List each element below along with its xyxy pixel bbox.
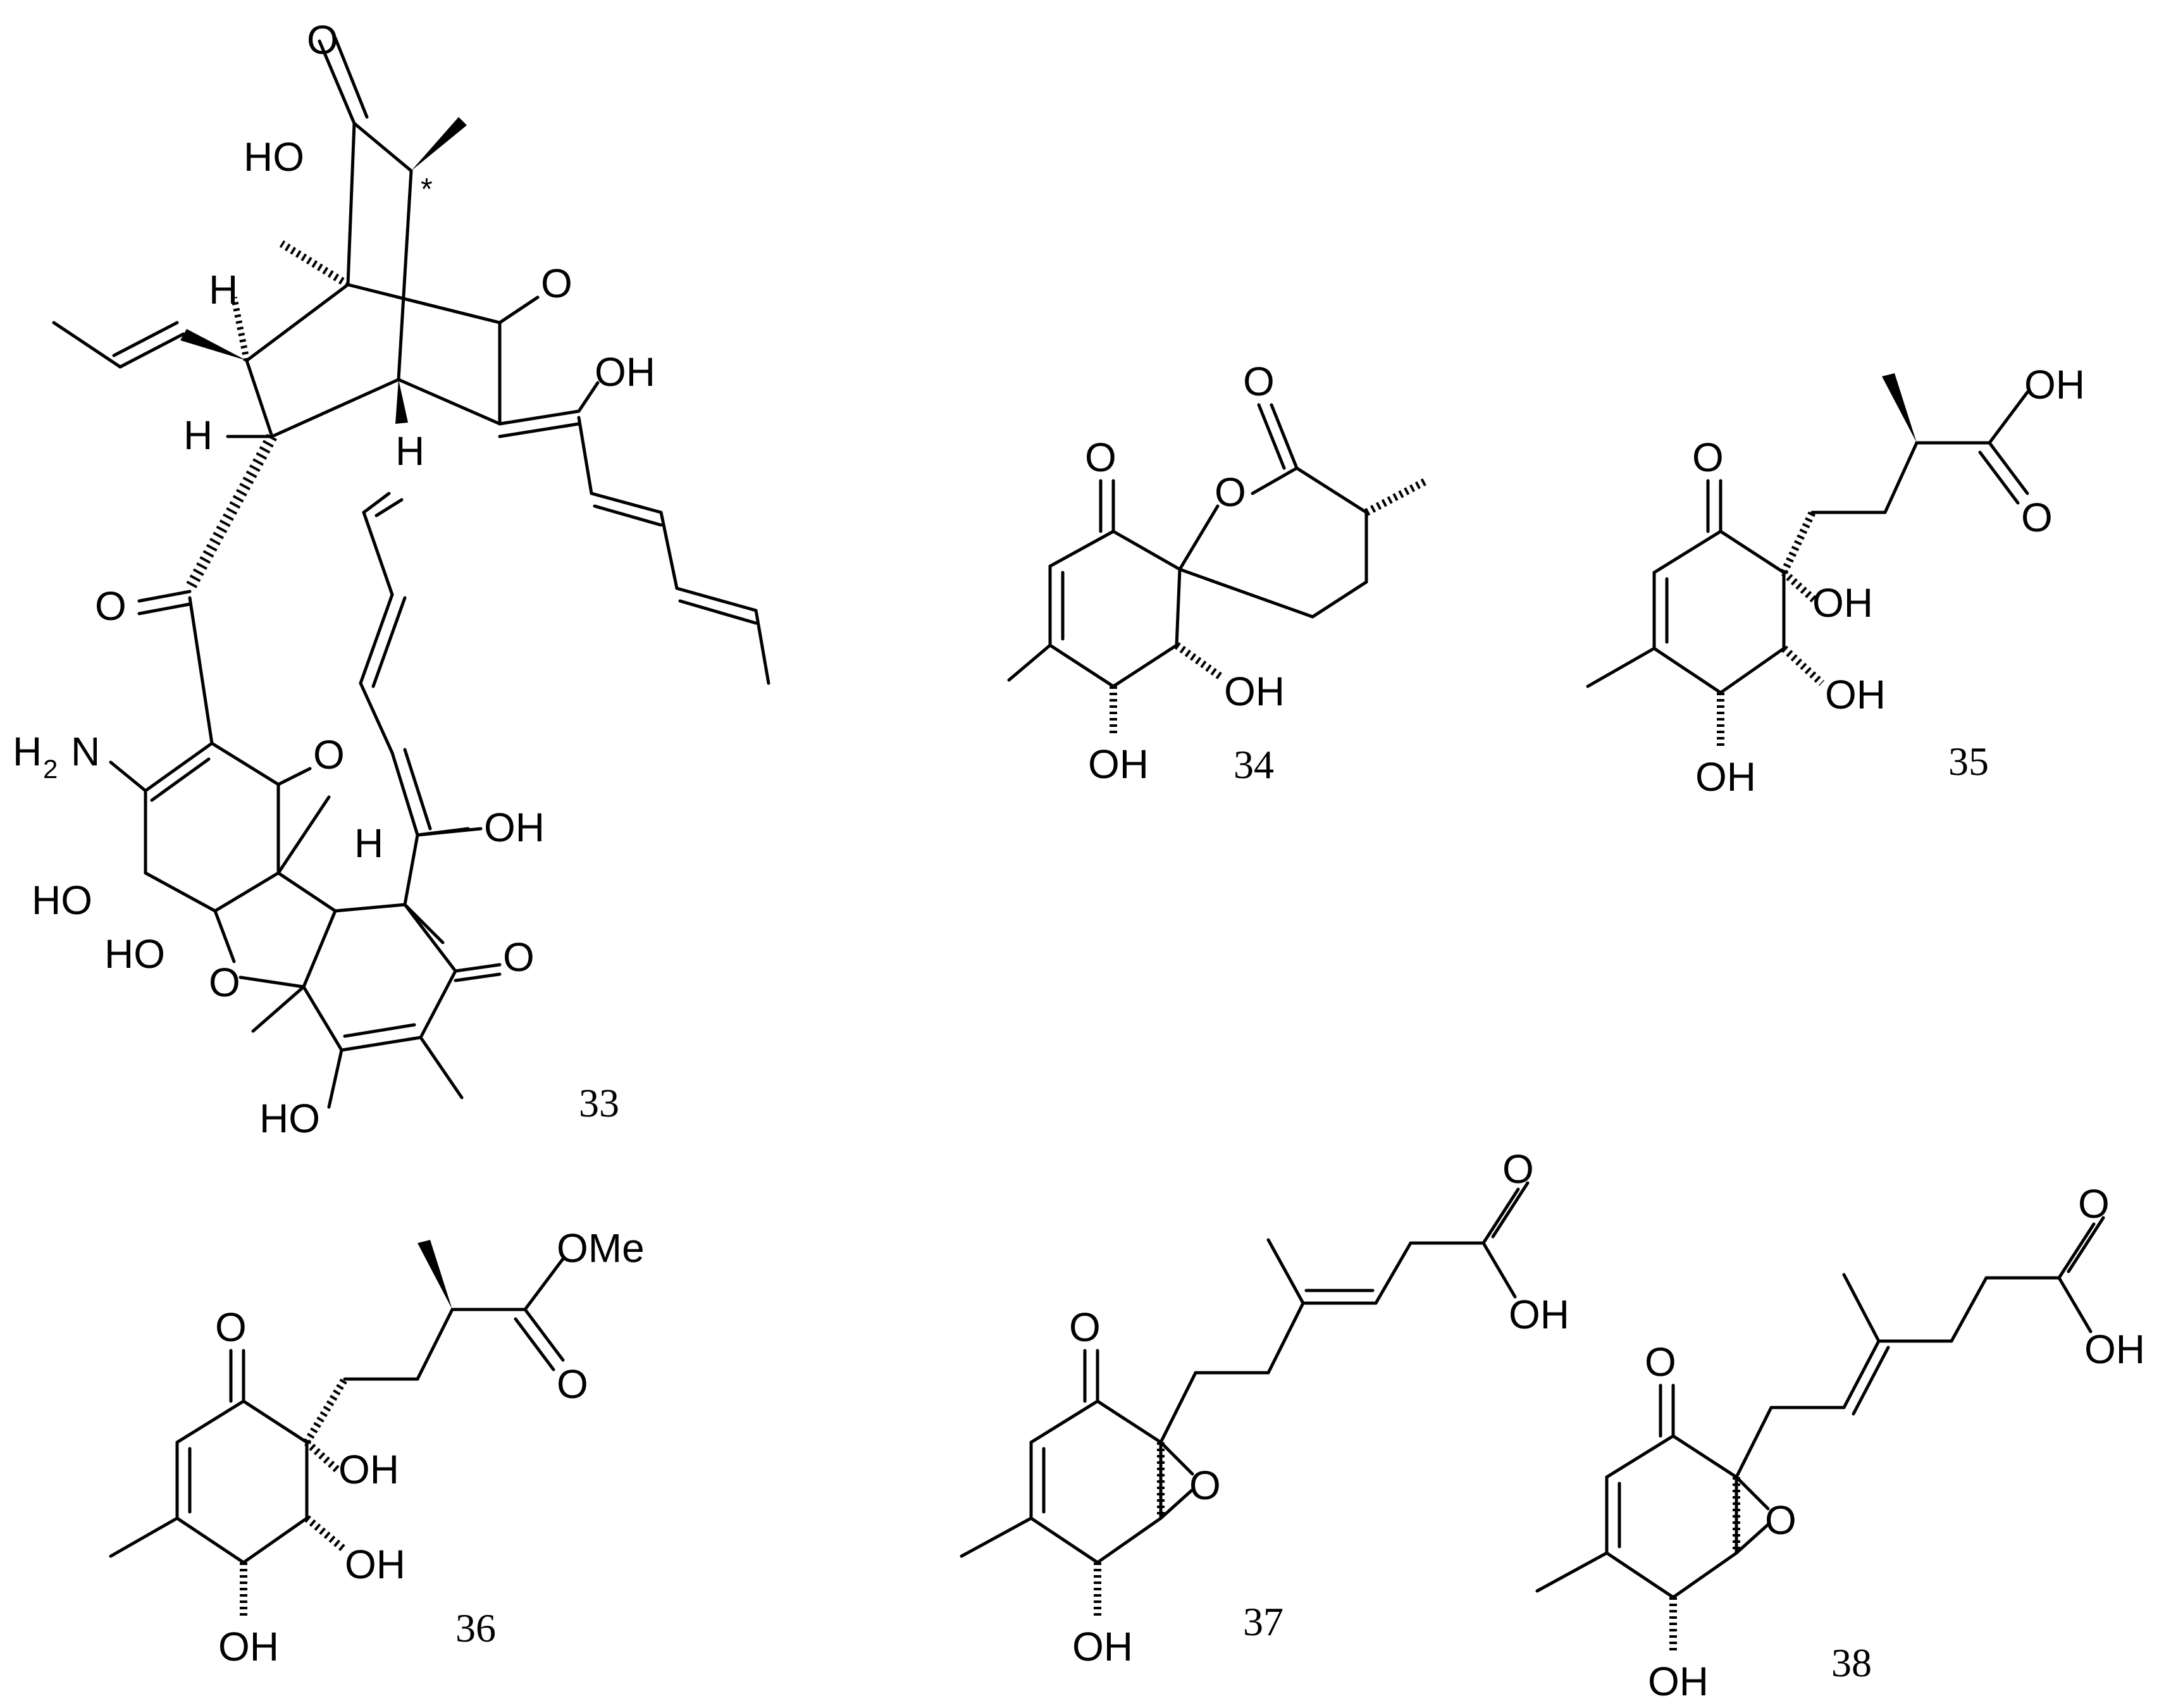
c33-atom-16: O (209, 960, 240, 1005)
c33-atom-9: H (13, 729, 42, 774)
c33-atom-15: HO (32, 877, 92, 923)
compound-36: OMe O O OH OH OH 36 (109, 1225, 645, 1669)
c33-atom-10: N (71, 729, 100, 774)
c38-atom-0: O (2078, 1181, 2110, 1227)
c37-atom-3: O (1189, 1463, 1221, 1508)
c36-atom-2: O (557, 1361, 588, 1407)
c38-atom-4: OH (1648, 1659, 1709, 1704)
compound-number-34: 34 (1234, 742, 1274, 787)
c34-atom-0: O (1085, 435, 1116, 480)
c35-atom-2: O (2021, 495, 2053, 540)
c36-atom-4: OH (345, 1542, 405, 1587)
c33-atom-14: OH (484, 805, 545, 850)
c33-atom-12: O (313, 732, 345, 777)
c33-atom-6: H (183, 412, 213, 458)
c35-atom-4: OH (1825, 672, 1886, 717)
c33-atom-0: O (307, 17, 338, 63)
c37-atom-2: O (1069, 1304, 1101, 1350)
c35-atom-0: OH (2024, 362, 2085, 407)
compound-38: O OH O O OH 38 (1535, 1181, 2145, 1704)
c35-atom-1: O (1692, 435, 1724, 480)
compound-34: O O O OH OH 34 (1007, 359, 1428, 787)
c33-atom-17: HO (104, 931, 165, 977)
c33-atom-19: HO (259, 1096, 320, 1141)
c38-atom-3: O (1765, 1497, 1797, 1543)
c33-atom-2: * (421, 173, 433, 206)
c34-atom-4: OH (1088, 741, 1149, 787)
c34-atom-2: O (1215, 469, 1246, 515)
c33-atom-11: 2 (43, 754, 58, 784)
c34-atom-1: O (1243, 359, 1275, 404)
c36-atom-5: OH (218, 1624, 279, 1669)
c33-atom-3: H (209, 267, 238, 313)
c33-atom-8: O (95, 583, 127, 629)
c38-atom-2: O (1645, 1339, 1676, 1385)
c33-atom-4: O (541, 261, 572, 306)
compound-number-38: 38 (1831, 1640, 1872, 1685)
c35-atom-3: OH (1812, 580, 1873, 626)
c36-atom-1: O (215, 1304, 247, 1350)
c33-atom-5: OH (595, 349, 655, 395)
c33-atom-1: HO (244, 134, 304, 180)
c33-atom-18: O (503, 934, 535, 980)
c36-atom-3: OH (338, 1447, 399, 1492)
c38-atom-1: OH (2084, 1327, 2145, 1372)
compound-number-35: 35 (1948, 739, 1989, 784)
c35-atom-5: OH (1695, 754, 1756, 800)
c37-atom-4: OH (1072, 1624, 1133, 1669)
compound-number-36: 36 (455, 1606, 496, 1650)
c33-atom-13: H (354, 820, 383, 866)
compound-33: O HO * H O OH H H O H N 2 O H OH HO O HO… (13, 17, 770, 1141)
compound-35: OH O O OH OH OH 35 (1586, 362, 2085, 800)
c37-atom-1: OH (1509, 1292, 1569, 1337)
c37-atom-0: O (1502, 1146, 1534, 1192)
c34-atom-3: OH (1224, 669, 1285, 714)
compound-number-33: 33 (579, 1080, 619, 1125)
compound-37: O OH O O OH 37 (960, 1146, 1569, 1669)
compound-number-37: 37 (1243, 1599, 1283, 1644)
c33-atom-7: H (395, 428, 424, 474)
c36-atom-0: OMe (557, 1225, 645, 1271)
